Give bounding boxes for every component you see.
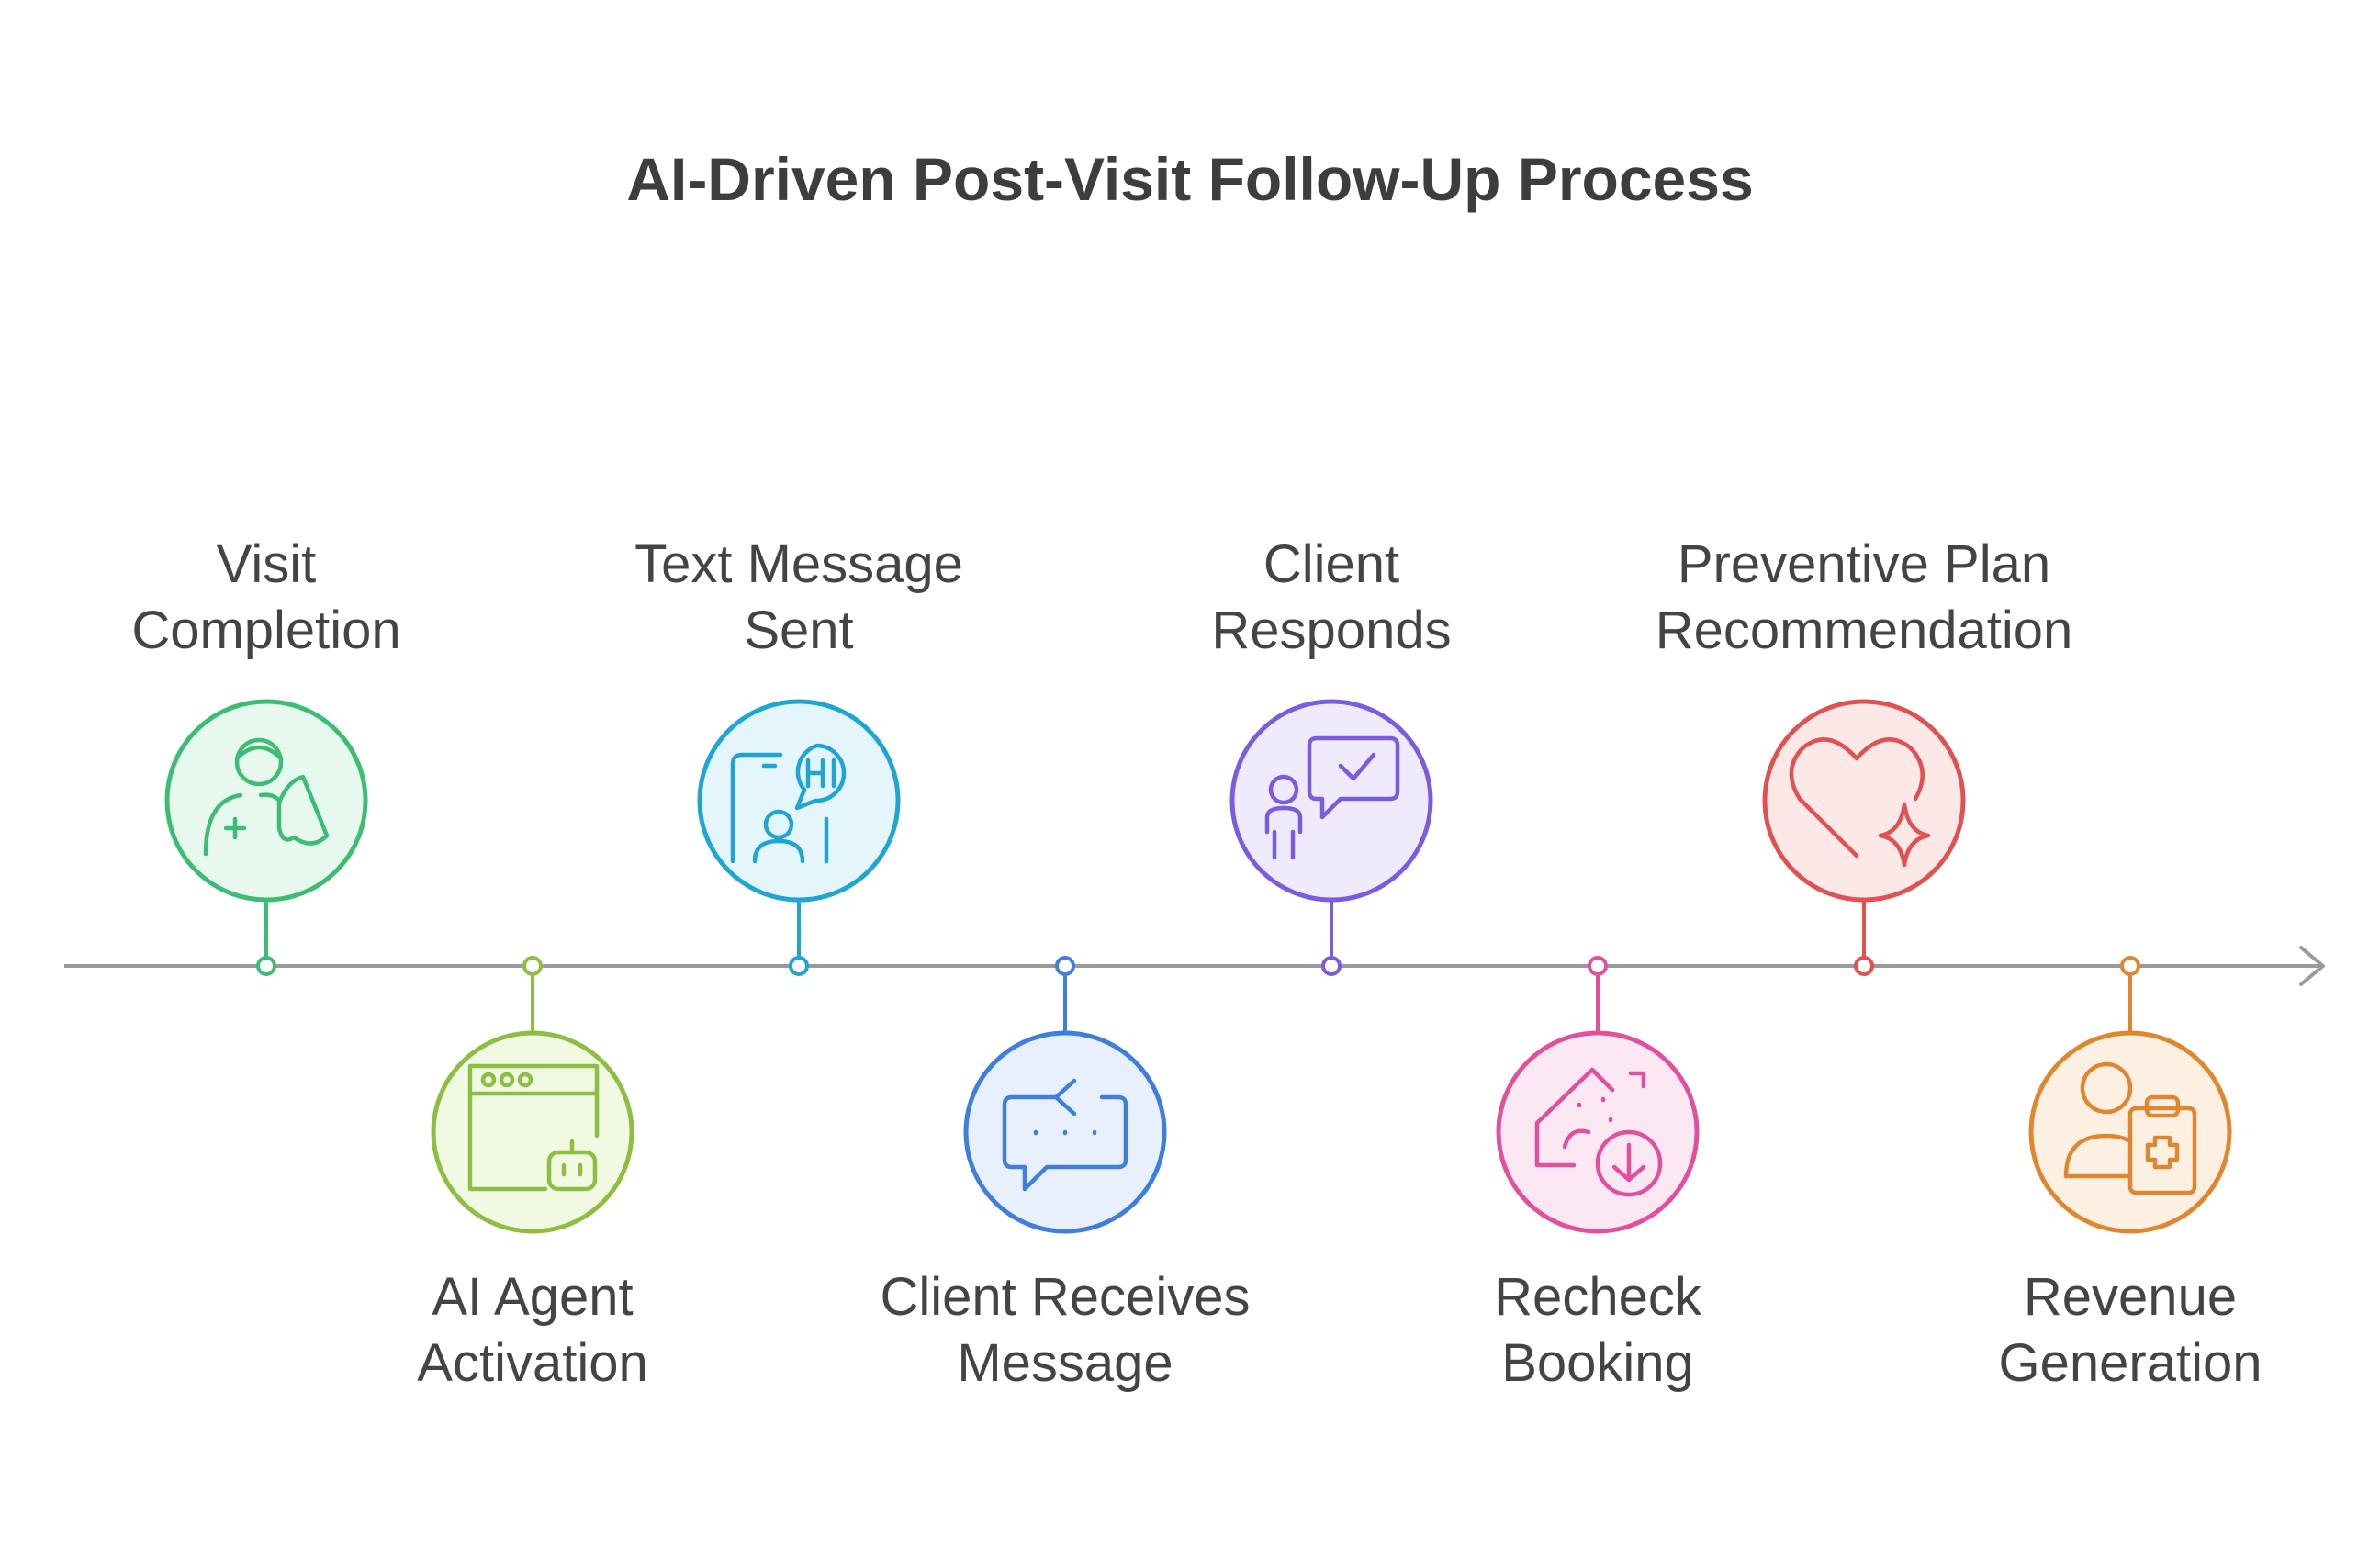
step-label-line: Text Message	[634, 534, 963, 594]
timeline-dot	[1854, 956, 1874, 976]
timeline-dot	[1588, 956, 1608, 976]
timeline-arrow	[2299, 946, 2325, 986]
diagram-title: AI-Driven Post-Visit Follow-Up Process	[626, 145, 1753, 213]
step-label-line: Client	[1263, 534, 1399, 594]
step-label-line: Completion	[131, 601, 400, 660]
heart-sparkle-icon	[1789, 737, 1931, 868]
step-label-line: Responds	[1211, 601, 1451, 660]
phone-hi-message-icon	[730, 743, 847, 864]
step-label-line: Booking	[1501, 1333, 1694, 1393]
timeline-dot	[1321, 956, 1342, 976]
timeline-dot	[1055, 956, 1075, 976]
step-label-line: Client Receives	[881, 1267, 1251, 1327]
step-label-line: Revenue	[2024, 1267, 2237, 1327]
step-circle	[1762, 699, 1966, 903]
step-circle	[164, 699, 368, 903]
timeline-dot	[256, 956, 276, 976]
step-label-line: AI Agent	[432, 1267, 633, 1327]
step-circle	[431, 1030, 634, 1234]
chat-dots-icon	[1002, 1078, 1128, 1192]
step-label-line: Recheck	[1494, 1267, 1702, 1327]
browser-bot-icon	[467, 1063, 600, 1192]
step-label-line: Recommendation	[1656, 601, 2073, 660]
step-label-line: Generation	[1999, 1333, 2262, 1393]
person-check-chat-icon	[1264, 735, 1400, 860]
step-label-line: Message	[957, 1333, 1173, 1393]
step-label-line: Preventive Plan	[1678, 534, 2050, 594]
step-label-line: Sent	[744, 601, 853, 660]
timeline-dot	[522, 956, 543, 976]
timeline-dot	[789, 956, 809, 976]
doctor-icon	[203, 737, 330, 857]
step-label-line: Activation	[417, 1333, 647, 1393]
timeline-dot	[2120, 956, 2140, 976]
step-circle	[1496, 1030, 1700, 1234]
step-label-line: Visit	[217, 534, 317, 594]
house-download-icon	[1534, 1067, 1663, 1197]
person-clipboard-icon	[2063, 1061, 2197, 1195]
step-circle	[1229, 699, 1433, 903]
